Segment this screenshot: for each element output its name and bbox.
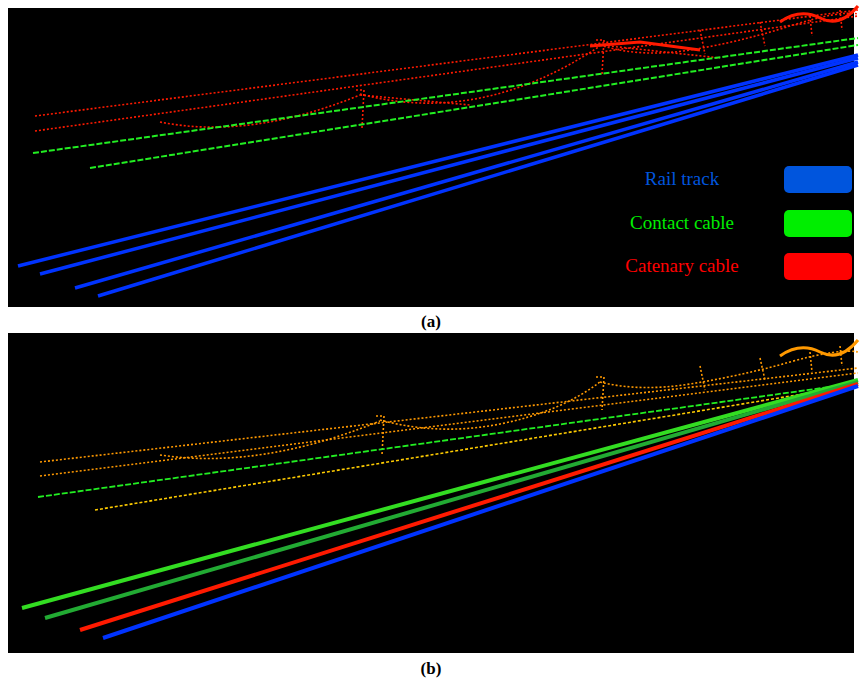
panel-label: (a) [421, 312, 441, 332]
panel-label: (b) [421, 659, 442, 679]
panel-a-ground [8, 8, 854, 307]
legend-text: Catenary cable [597, 255, 767, 277]
panel-a-cloud [18, 6, 858, 296]
legend-text: Contact cable [597, 212, 767, 234]
legend-swatch [784, 210, 852, 237]
legend-text: Rail track [597, 168, 767, 190]
panel-b-cloud [22, 340, 858, 638]
legend-swatch [784, 253, 852, 280]
legend-swatch [784, 166, 852, 193]
panel-b-ground [8, 333, 854, 653]
